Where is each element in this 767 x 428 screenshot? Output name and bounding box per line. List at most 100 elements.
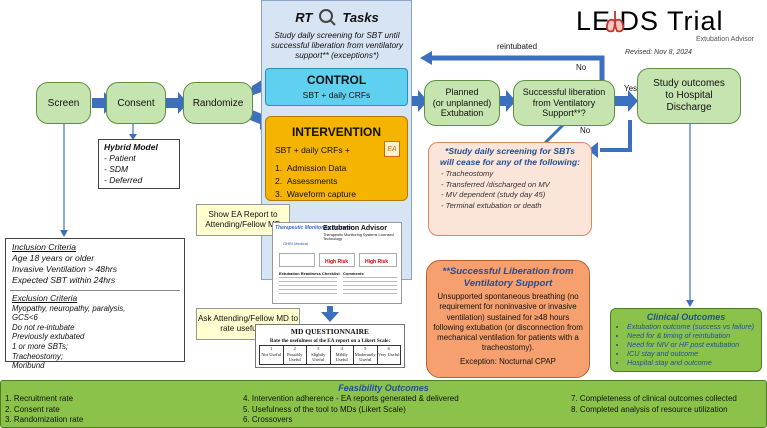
- no-loop: [600, 120, 632, 152]
- arrow-success-outcomes: [612, 90, 638, 112]
- clinical-list: Extubation outcome (success vs failure) …: [617, 322, 755, 367]
- exclusion-item: Do not re-intubate: [12, 322, 75, 332]
- intervention-title: INTERVENTION: [291, 125, 382, 139]
- search-clock-icon: [319, 9, 337, 26]
- tasks-title: Tasks: [342, 9, 379, 25]
- cease-item: - Transferred /discharged on MV: [441, 179, 550, 189]
- hybrid-item: - SDM: [104, 164, 129, 174]
- cease-list: - Tracheostomy - Transferred /discharged…: [437, 169, 583, 211]
- clinical-item: Hospital stay and outcome: [627, 358, 755, 367]
- ea-badge: EA: [384, 141, 400, 157]
- consent-box: Consent: [106, 82, 166, 124]
- consent-hybrid-arrowhead: [129, 134, 137, 140]
- clinical-item: Extubation outcome (success vs failure): [627, 322, 755, 331]
- arrow-to-extubation: [408, 90, 428, 112]
- control-text: SBT + daily CRFs: [302, 90, 371, 100]
- feasibility-item: 5. Usefulness of the tool to MDs (Likert…: [243, 404, 406, 414]
- feasibility-item: 2. Consent rate: [5, 404, 60, 414]
- report-company: Therapeutic Monitoring Systems: [275, 225, 353, 231]
- control-box: CONTROL SBT + daily CRFs: [265, 68, 408, 106]
- intervention-item: 3. Waveform capture: [275, 189, 356, 199]
- hybrid-model-box: Hybrid Model - Patient - SDM - Deferred: [98, 139, 180, 189]
- exclusion-section: Exclusion Criteria Myopathy, neuropathy,…: [6, 292, 184, 373]
- inclusion-title: Inclusion Criteria: [12, 242, 76, 252]
- arrow-consent-randomize: [166, 92, 188, 114]
- report-ohri: OHRI Medical: [283, 241, 308, 246]
- hybrid-title: Hybrid Model: [104, 142, 158, 152]
- intervention-box: INTERVENTION SBT + daily CRFs + EA 1. Ad…: [265, 116, 408, 201]
- arrow-to-questionnaire: [321, 306, 339, 322]
- show-ea-note: Show EA Report to Attending/Fellow MD: [196, 204, 290, 236]
- reintubated-label: reintubated: [497, 42, 538, 51]
- reintubated-loop: [428, 55, 605, 82]
- feasibility-item: 4. Intervention adherence - EA reports g…: [243, 394, 459, 403]
- intervention-item: 2. Assessments: [275, 176, 338, 186]
- report-subtitle: Therapeutic Monitoring Systems Licensed …: [323, 233, 394, 241]
- screen-inclusion-arrowhead: [60, 230, 68, 237]
- feasibility-col-3: 7. Completeness of clinical outcomes col…: [571, 394, 737, 415]
- feasibility-item: 1. Recruitment rate: [5, 394, 74, 403]
- report-checklist: Extubation Readiness Checklist: [279, 271, 340, 276]
- feasibility-title: Feasibility Outcomes: [338, 383, 429, 393]
- feasibility-col-2: 4. Intervention adherence - EA reports g…: [243, 394, 459, 426]
- rt-tasks-title: RT Tasks: [262, 6, 412, 28]
- exclusion-item: Tracheostomy;: [12, 351, 63, 361]
- inclusion-section: Inclusion Criteria Age 18 years or older…: [6, 239, 184, 289]
- cease-item: - Tracheostomy: [441, 169, 494, 178]
- md-question: Rate the usefulness of the EA report on …: [269, 338, 391, 344]
- report-title: Extubation Advisor: [323, 225, 387, 232]
- feasibility-outcomes-box: Feasibility Outcomes 1. Recruitment rate…: [0, 380, 767, 428]
- exclusion-item: Previously extubated: [12, 332, 85, 342]
- exclusion-item: Myopathy, neuropathy, paralysis,: [12, 303, 126, 313]
- feasibility-col-1: 1. Recruitment rate 2. Consent rate 3. R…: [5, 394, 83, 426]
- criteria-box: Inclusion Criteria Age 18 years or older…: [5, 238, 185, 370]
- revised-date: Revised: Nov 8, 2024: [625, 49, 692, 56]
- md-title: MD QUESTIONNAIRE: [290, 327, 370, 336]
- feasibility-item: 8. Completed analysis of resource utiliz…: [571, 404, 728, 414]
- study-outcomes-box: Study outcomes to Hospital Discharge: [637, 68, 741, 124]
- hybrid-item: - Deferred: [104, 175, 143, 185]
- inclusion-item: Invasive Ventilation > 48hrs: [12, 264, 118, 274]
- ea-report-thumbnail: Therapeutic Monitoring Systems Extubatio…: [272, 222, 402, 304]
- clinical-item: Need for NIV or HF post extubation: [627, 340, 755, 349]
- rt-title: RT: [295, 9, 313, 25]
- screen-box: Screen: [36, 82, 91, 124]
- trial-logo: LE DS Trial Extubation Advisor: [572, 6, 762, 58]
- success-liberation-box: Successful liberation from Ventilatory S…: [513, 80, 615, 126]
- exclusion-item: Moribund: [12, 361, 45, 371]
- feasibility-item: 7. Completeness of clinical outcomes col…: [571, 394, 737, 403]
- cease-title: *Study daily screening for SBTs will cea…: [440, 146, 580, 167]
- logo-subtitle: Extubation Advisor: [696, 36, 754, 43]
- clinical-outcomes-box: Clinical Outcomes Extubation outcome (su…: [610, 308, 762, 372]
- control-title: CONTROL: [306, 73, 367, 87]
- md-questionnaire: MD QUESTIONNAIRE Rate the usefulness of …: [255, 324, 405, 368]
- intervention-list: 1. Admission Data 2. Assessments 3. Wave…: [275, 162, 356, 201]
- liberation-exception: Exception: Nocturnal CPAP: [460, 356, 556, 366]
- liberation-definition-box: **Successful Liberation from Ventilatory…: [426, 260, 590, 378]
- report-risk-1: High Risk: [325, 259, 349, 265]
- report-risk-2: High Risk: [365, 259, 389, 265]
- outcomes-clinical-arrowhead: [686, 300, 694, 307]
- planned-extubation-box: Planned (or unplanned) Extubation: [424, 80, 500, 126]
- exclusion-item: GCS<6: [12, 313, 38, 323]
- no-label-bottom: No: [580, 126, 591, 135]
- yes-label: Yes: [624, 84, 638, 93]
- clinical-item: Need for & timing of reintubation: [627, 331, 755, 340]
- clinical-item: ICU stay and outcome: [627, 349, 755, 358]
- logo-title: LE DS Trial: [576, 6, 724, 36]
- reintubated-arrowhead: [420, 51, 432, 65]
- lungs-icon: [605, 11, 625, 33]
- cease-item: - Terminal extubation or death: [441, 200, 542, 210]
- exclusion-title: Exclusion Criteria: [12, 293, 78, 303]
- randomize-box: Randomize: [183, 82, 253, 124]
- report-comments: Comments: [343, 271, 364, 276]
- liberation-title: **Successful Liberation from Ventilatory…: [442, 266, 574, 289]
- clinical-title: Clinical Outcomes: [646, 312, 726, 322]
